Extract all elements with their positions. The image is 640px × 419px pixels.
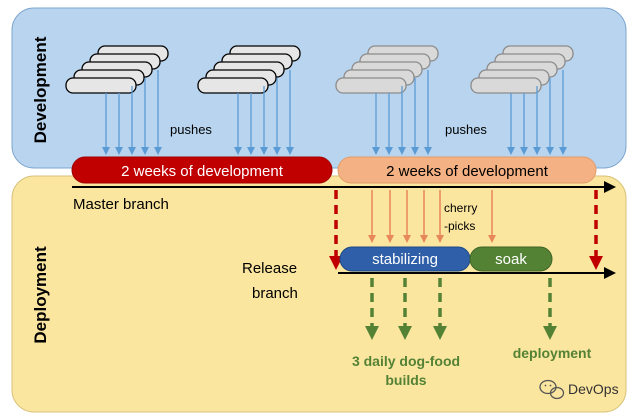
deployment-panel-label: Deployment — [31, 246, 50, 344]
stabilizing-bar-label: stabilizing — [372, 251, 438, 268]
development-panel-label: Development — [31, 36, 50, 143]
dogfood-builds-label-1: 3 daily dog-food — [352, 353, 460, 369]
push-stack-3 — [335, 45, 439, 94]
pushes-label-right: pushes — [445, 122, 487, 137]
push-stack-1 — [65, 45, 169, 94]
master-branch-label: Master branch — [73, 196, 169, 213]
deployment-label: deployment — [513, 345, 592, 361]
wechat-icon — [539, 379, 565, 400]
cherry-pick-arrows — [368, 190, 496, 243]
cherry-picks-label-2: -picks — [444, 219, 475, 233]
soak-bar-label: soak — [495, 251, 527, 268]
push-stack-2 — [197, 45, 301, 94]
release-branch-label-2: branch — [252, 285, 298, 302]
push-arrows — [102, 70, 567, 155]
watermark-text: DevOps — [568, 381, 619, 397]
release-branch-label-1: Release — [242, 260, 297, 277]
dogfood-build-arrows — [365, 278, 447, 340]
push-stack-4 — [470, 45, 574, 94]
sprint-bar-left-label: 2 weeks of development — [121, 163, 284, 180]
soak-bar — [469, 246, 553, 272]
sprint-bar-right-label: 2 weeks of development — [386, 163, 549, 180]
sprint-bar-left — [71, 156, 333, 184]
cherry-picks-label-1: cherry — [444, 201, 477, 215]
dogfood-builds-label-2: builds — [385, 372, 426, 388]
pushes-label-left: pushes — [170, 122, 212, 137]
sprint-bar-right — [337, 156, 597, 184]
